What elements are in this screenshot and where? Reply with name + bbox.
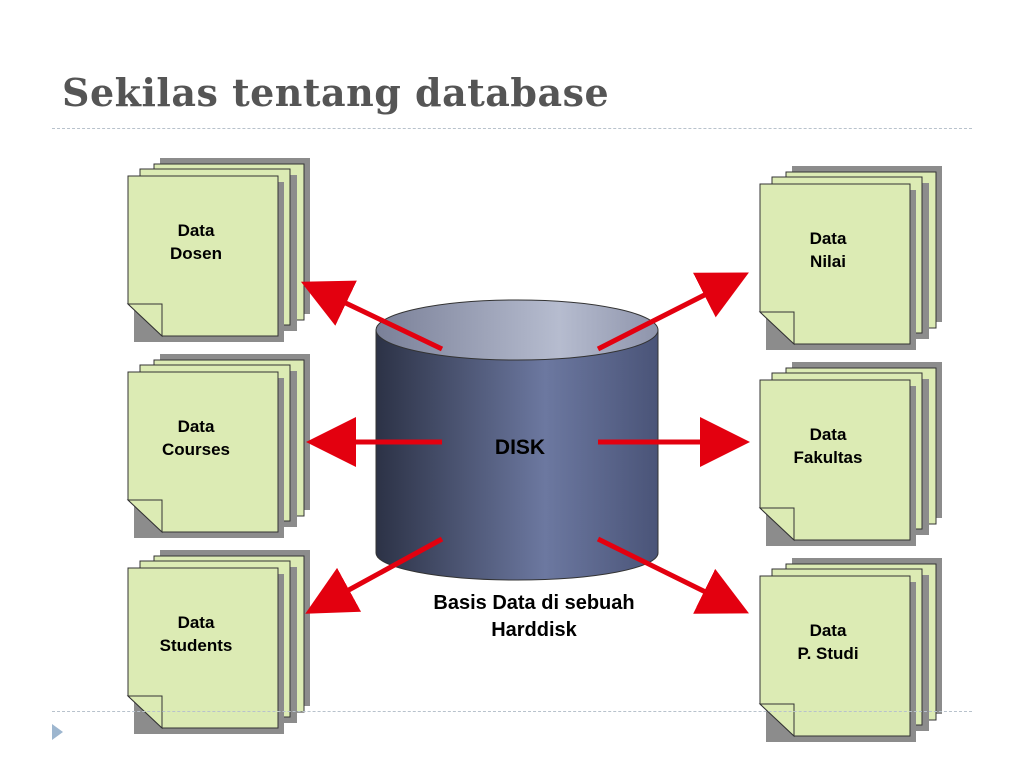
arrow-to-dosen bbox=[300, 280, 444, 352]
label-data-students: Data Students bbox=[126, 611, 266, 657]
label-data-fakultas: Data Fakultas bbox=[758, 423, 898, 469]
label-dosen-line2: Dosen bbox=[170, 244, 222, 263]
title-divider bbox=[52, 128, 972, 129]
label-students-line1: Data bbox=[177, 613, 215, 632]
label-data-nilai: Data Nilai bbox=[758, 227, 898, 273]
arrow-to-pstudi bbox=[596, 536, 749, 614]
label-dosen-line1: Data bbox=[177, 221, 215, 240]
slide-title: Sekilas tentang database bbox=[62, 70, 610, 115]
disk-label: DISK bbox=[494, 436, 546, 459]
label-fakultas-line1: Data bbox=[809, 425, 847, 444]
label-data-dosen: Data Dosen bbox=[126, 219, 266, 265]
label-fakultas-line2: Fakultas bbox=[793, 448, 863, 467]
disk-caption: Basis Data di sebuah Harddisk bbox=[384, 590, 684, 644]
footer-divider bbox=[52, 711, 972, 712]
label-pstudi-line2: P. Studi bbox=[797, 644, 859, 663]
label-courses-line2: Courses bbox=[161, 440, 231, 459]
label-courses-line1: Data bbox=[177, 417, 215, 436]
label-nilai-line2: Nilai bbox=[810, 252, 846, 271]
disk-caption-line1: Basis Data di sebuah bbox=[433, 592, 635, 614]
label-pstudi-line1: Data bbox=[809, 621, 847, 640]
label-nilai-line1: Data bbox=[809, 229, 847, 248]
label-data-pstudi: Data P. Studi bbox=[758, 619, 898, 665]
label-data-courses: Data Courses bbox=[126, 415, 266, 461]
disk-cylinder bbox=[375, 299, 659, 581]
triangle-bullet-icon bbox=[52, 724, 63, 740]
arrow-to-nilai bbox=[596, 272, 749, 352]
connector-arrows bbox=[300, 272, 750, 614]
label-students-line2: Students bbox=[159, 636, 233, 655]
disk-caption-line2: Harddisk bbox=[491, 619, 577, 641]
arrow-to-students bbox=[305, 536, 444, 614]
